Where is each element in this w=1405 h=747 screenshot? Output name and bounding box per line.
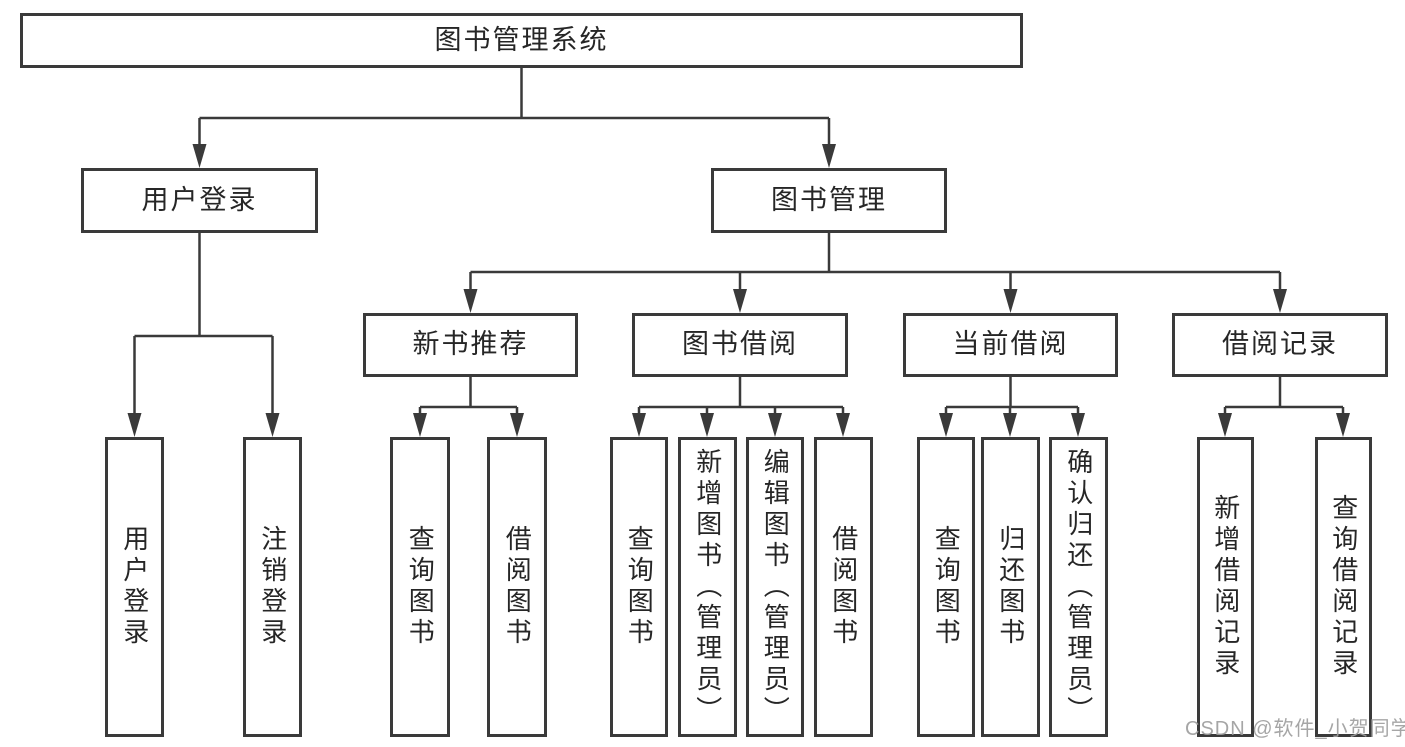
node-label: 确认归还（管理员） [1063,447,1094,727]
connector-bookborrow-to-leaves [637,377,845,415]
arrowheads [127,144,1350,437]
node-label: 新增借阅记录 [1210,494,1241,680]
node-label: 借阅图书 [828,525,859,649]
node-label: 新增图书（管理员） [692,447,723,727]
node-label: 注销登录 [257,525,288,649]
node-label: 图书管理系统 [434,24,609,55]
node-label: 用户登录 [119,525,150,649]
node-book-borrow: 图书借阅 [632,313,848,377]
node-label: 查询图书 [624,525,655,649]
csdn-watermark: CSDN @软件_小贺同学 [1185,718,1405,740]
leaf-borrow-query-book: 查询图书 [610,437,668,737]
node-label: 图书借阅 [682,329,798,360]
node-current-borrow: 当前借阅 [903,313,1118,377]
connector-userlogin-to-leaves [133,233,274,415]
node-new-book-recommend: 新书推荐 [363,313,578,377]
leaf-borrow-edit-book-admin: 编辑图书（管理员） [746,437,804,737]
node-user-login: 用户登录 [81,168,318,233]
connector-records-to-leaves [1223,377,1345,415]
leaf-logout: 注销登录 [243,437,302,737]
leaf-borrow-borrow-book: 借阅图书 [814,437,873,737]
leaf-current-return-book: 归还图书 [981,437,1040,737]
leaf-borrow-add-book-admin: 新增图书（管理员） [678,437,737,737]
node-label: 图书管理 [771,184,887,215]
node-label: 用户登录 [141,184,258,215]
node-label: 借阅记录 [1222,329,1338,360]
leaf-current-confirm-return-admin: 确认归还（管理员） [1049,437,1108,737]
leaf-records-query-record: 查询借阅记录 [1315,437,1372,737]
connector-newbook-to-leaves [418,377,519,415]
leaf-user-login: 用户登录 [105,437,164,737]
node-label: 编辑图书（管理员） [760,447,791,727]
connector-root-to-level2 [198,68,831,146]
node-root: 图书管理系统 [20,13,1023,68]
node-label: 借阅图书 [502,525,533,649]
connector-currentborrow-to-leaves [944,377,1080,415]
leaf-current-query-book: 查询图书 [917,437,975,737]
node-label: 当前借阅 [952,329,1069,360]
leaf-newbook-borrow-book: 借阅图书 [487,437,547,737]
node-book-management: 图书管理 [711,168,947,233]
node-borrow-records: 借阅记录 [1172,313,1388,377]
leaf-records-add-record: 新增借阅记录 [1197,437,1254,737]
connector-bookmgmt-to-level3 [469,233,1282,291]
node-label: 查询图书 [405,525,436,649]
leaf-newbook-query-book: 查询图书 [390,437,450,737]
node-label: 查询图书 [931,525,962,649]
node-label: 归还图书 [995,525,1026,649]
node-label: 新书推荐 [412,329,529,360]
node-label: 查询借阅记录 [1328,494,1359,680]
